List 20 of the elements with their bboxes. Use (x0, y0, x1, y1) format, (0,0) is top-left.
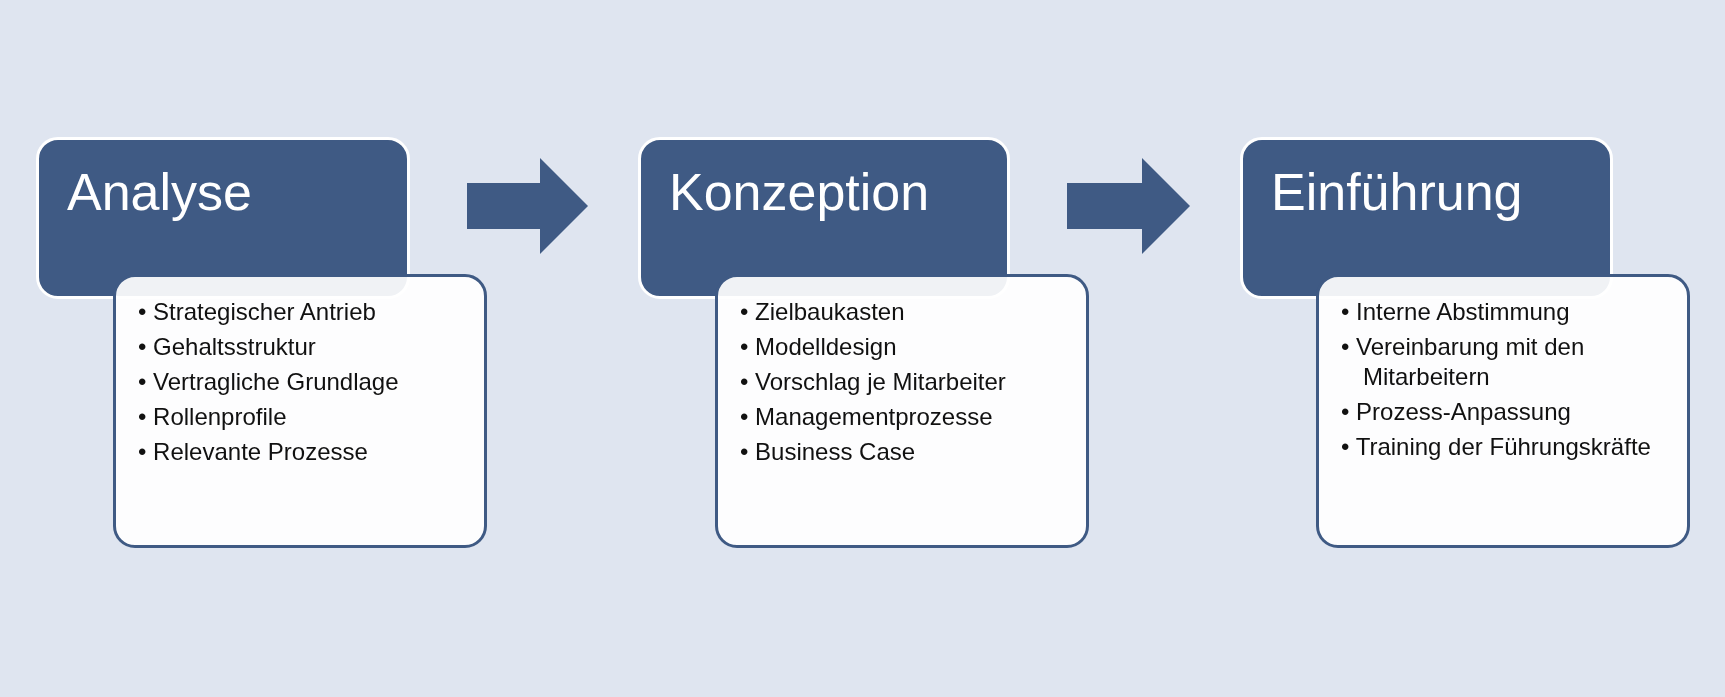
bullet-item: • Strategischer Antrieb (138, 297, 376, 327)
phase-title: Einführung (1271, 162, 1523, 222)
bullet-item: • Rollenprofile (138, 402, 288, 432)
bullet-item: • Training der Führungskräfte (1341, 432, 1651, 462)
bullet-item: • Relevante Prozesse (138, 437, 368, 467)
bullet-item: • Modelldesign (740, 332, 898, 362)
bullet-item: • Gehaltsstruktur (138, 332, 317, 362)
bullet-card (113, 274, 487, 548)
bullet-item: • Vorschlag je Mitarbeiter (740, 367, 1006, 397)
bullet-item: • Managementprozesse (740, 402, 994, 432)
phase-title: Analyse (67, 162, 252, 222)
bullet-card (715, 274, 1089, 548)
bullet-item: • Business Case (740, 437, 916, 467)
bullet-item: • Interne Abstimmung (1341, 297, 1570, 327)
bullet-item: • Prozess-Anpassung (1341, 397, 1571, 427)
bullet-card (1316, 274, 1690, 548)
bullet-item: • Zielbaukasten (740, 297, 906, 327)
phase-title: Konzeption (669, 162, 930, 222)
bullet-item: • Vereinbarung mit den Mitarbeitern (1341, 332, 1586, 392)
bullet-item: • Vertragliche Grundlage (138, 367, 399, 397)
